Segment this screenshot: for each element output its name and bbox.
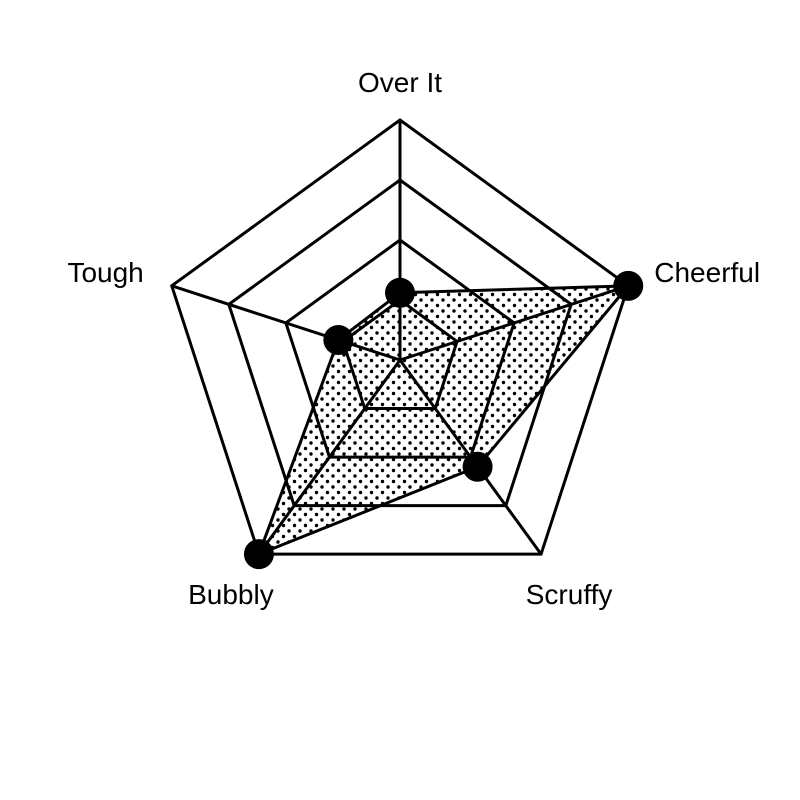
data-point-cheerful: [613, 270, 644, 301]
axis-label-cheerful: Cheerful: [654, 257, 760, 288]
data-point-scruffy: [462, 451, 493, 482]
data-point-over-it: [385, 277, 415, 308]
data-point-tough: [323, 324, 354, 355]
grid-ring-3: [227, 178, 573, 508]
axis-label-tough: Tough: [67, 257, 143, 288]
axis-label-scruffy: Scruffy: [526, 579, 613, 610]
axis-label-over-it: Over It: [358, 67, 442, 98]
data-point-bubbly: [243, 539, 274, 570]
series-area-1: [256, 284, 632, 557]
axis-label-bubbly: Bubbly: [188, 579, 274, 610]
grid-ring-4: [169, 118, 631, 556]
series-layer: [243, 270, 644, 570]
